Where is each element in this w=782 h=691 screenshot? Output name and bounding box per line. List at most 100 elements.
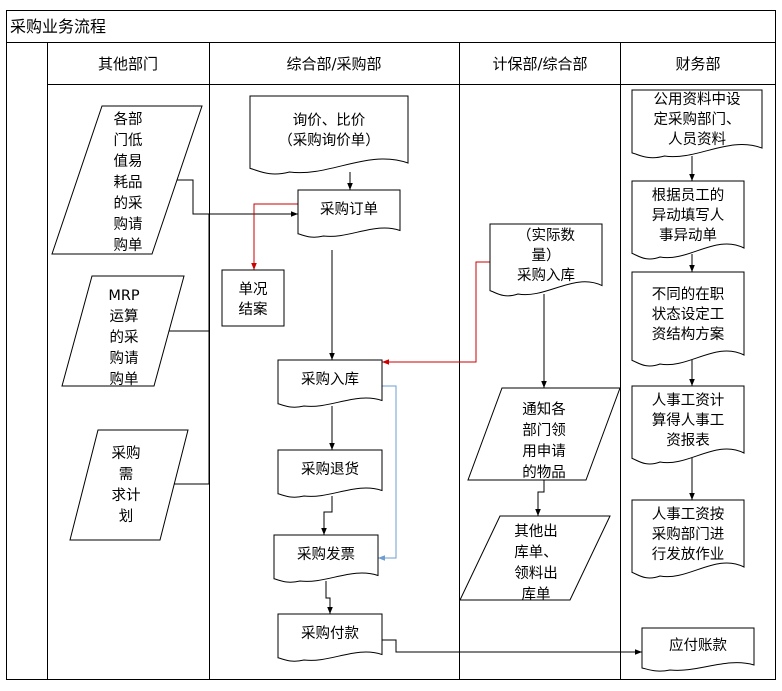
connector-receipt-to-invoice <box>378 385 397 561</box>
node-label-line: 部门领 <box>522 422 566 439</box>
node-payable: 应付账款 <box>641 627 755 672</box>
node-label-line: 公用资料中设 <box>654 91 741 108</box>
node-shape-parallelogram <box>61 275 185 387</box>
node-label-line: 应付账款 <box>669 636 727 654</box>
connector-actual-qty-to-receipt <box>382 261 490 365</box>
node-payment: 采购付款 <box>277 613 383 662</box>
node-label-line: 人事工资计 <box>652 392 725 409</box>
node-shape-document <box>641 627 755 672</box>
node-label-line: 人事工资按 <box>652 506 725 523</box>
connector-po-to-close-case <box>251 203 298 270</box>
flow-nodes: 各部门低值易耗品的采购请购单MRP运算的采购请购单采购需求计划询价、比价（采购询… <box>51 89 763 672</box>
node-shape-document <box>489 223 603 297</box>
node-label-line: 运算 <box>110 308 139 325</box>
node-return: 采购退货 <box>277 449 383 498</box>
node-label-line: 用申请 <box>522 443 566 460</box>
node-label-line: （实际数 <box>517 227 575 244</box>
node-label-line: 采购订单 <box>320 201 378 218</box>
node-label-line: 结案 <box>239 300 268 318</box>
node-label-line: 求计 <box>112 487 141 504</box>
node-label-line: 人员资料 <box>668 131 726 148</box>
node-shape-document <box>631 385 745 465</box>
node-label-line: 不同的在职 <box>652 286 725 303</box>
node-label-line: 定采购部门、 <box>654 111 741 128</box>
node-label-line: 行发放作业 <box>652 546 725 563</box>
node-shape-document <box>631 89 763 159</box>
node-label-line: 库单 <box>522 586 551 603</box>
node-label-line: 采购退货 <box>301 461 359 478</box>
node-shape-parallelogram <box>69 429 189 541</box>
connector-demand-plan-to-po <box>168 331 210 485</box>
node-label-line: 根据员工的 <box>652 187 725 204</box>
node-label-line: 购单 <box>114 237 143 254</box>
node-label-line: 需 <box>119 466 134 483</box>
node-invoice: 采购发票 <box>273 534 379 583</box>
node-label-line: 单况 <box>239 281 268 298</box>
node-label-line: 异动填写人 <box>652 207 725 224</box>
node-label-line: MRP <box>108 288 140 304</box>
node-label-line: 门低 <box>114 132 143 149</box>
node-shape-document <box>631 271 745 367</box>
node-label-line: 算得人事工 <box>652 412 725 429</box>
node-label-line: 的物品 <box>522 464 566 481</box>
node-label-line: 划 <box>119 508 134 525</box>
connector-invoice-to-payment <box>325 581 333 614</box>
connector-low-value-req-to-po <box>176 179 298 217</box>
node-shape-parallelogram <box>459 515 611 601</box>
node-shape-document <box>277 613 383 662</box>
connectors <box>160 156 695 655</box>
node-label-line: 购单 <box>110 371 139 388</box>
node-label-line: 采购入库 <box>301 371 359 388</box>
node-receipt: 采购入库 <box>277 359 383 408</box>
connector-notify-to-outbound <box>535 480 545 516</box>
connector-return-to-invoice <box>321 496 333 535</box>
node-label-line: 通知各 <box>522 401 566 418</box>
node-inquiry: 询价、比价 （采购询价单） <box>249 95 409 175</box>
node-label-line: （采购询价单） <box>278 132 380 149</box>
node-label-line: 耗品 <box>114 174 143 191</box>
node-label-line: 值易 <box>114 153 143 170</box>
node-shape-document <box>631 180 745 260</box>
lane-header-purchase: 综合部/采购部 <box>286 55 381 73</box>
node-label-line: 采购付款 <box>301 625 359 642</box>
node-label-line: 量） <box>532 247 561 264</box>
node-shape-document <box>631 499 745 579</box>
node-label-line: 的采 <box>110 329 139 346</box>
swimlane-grid <box>6 10 776 680</box>
node-po: 采购订单 <box>297 189 401 238</box>
node-label-line: 采购入库 <box>517 267 575 284</box>
connector-payment-to-payable <box>382 639 642 655</box>
node-label-line: 购请 <box>110 350 139 367</box>
node-label-line: 领料出 <box>514 565 558 582</box>
node-label-line: 采购部门进 <box>652 526 725 543</box>
diagram-title: 采购业务流程 <box>10 17 106 36</box>
node-label-line: 库单、 <box>514 544 558 561</box>
node-label-line: 询价、比价 <box>293 112 366 129</box>
lane-headers: 其他部门 综合部/采购部 计保部/综合部 财务部 <box>98 55 721 73</box>
node-label-line: 事异动单 <box>659 227 717 244</box>
node-label-line: 的采 <box>114 195 143 212</box>
node-label-line: 资结构方案 <box>652 325 725 343</box>
node-shape-document <box>277 359 383 408</box>
lane-header-finance: 财务部 <box>675 55 720 73</box>
node-label-line: 状态设定工 <box>652 306 725 323</box>
node-shape-parallelogram <box>467 387 621 481</box>
node-shape-rect <box>221 269 285 327</box>
node-shape-document <box>249 95 409 175</box>
node-label-line: 采购发票 <box>297 546 355 563</box>
lane-header-other: 其他部门 <box>98 55 158 73</box>
node-shape-parallelogram <box>51 105 203 255</box>
lane-header-account: 计保部/综合部 <box>492 55 587 73</box>
node-label-line: 购请 <box>114 216 143 233</box>
